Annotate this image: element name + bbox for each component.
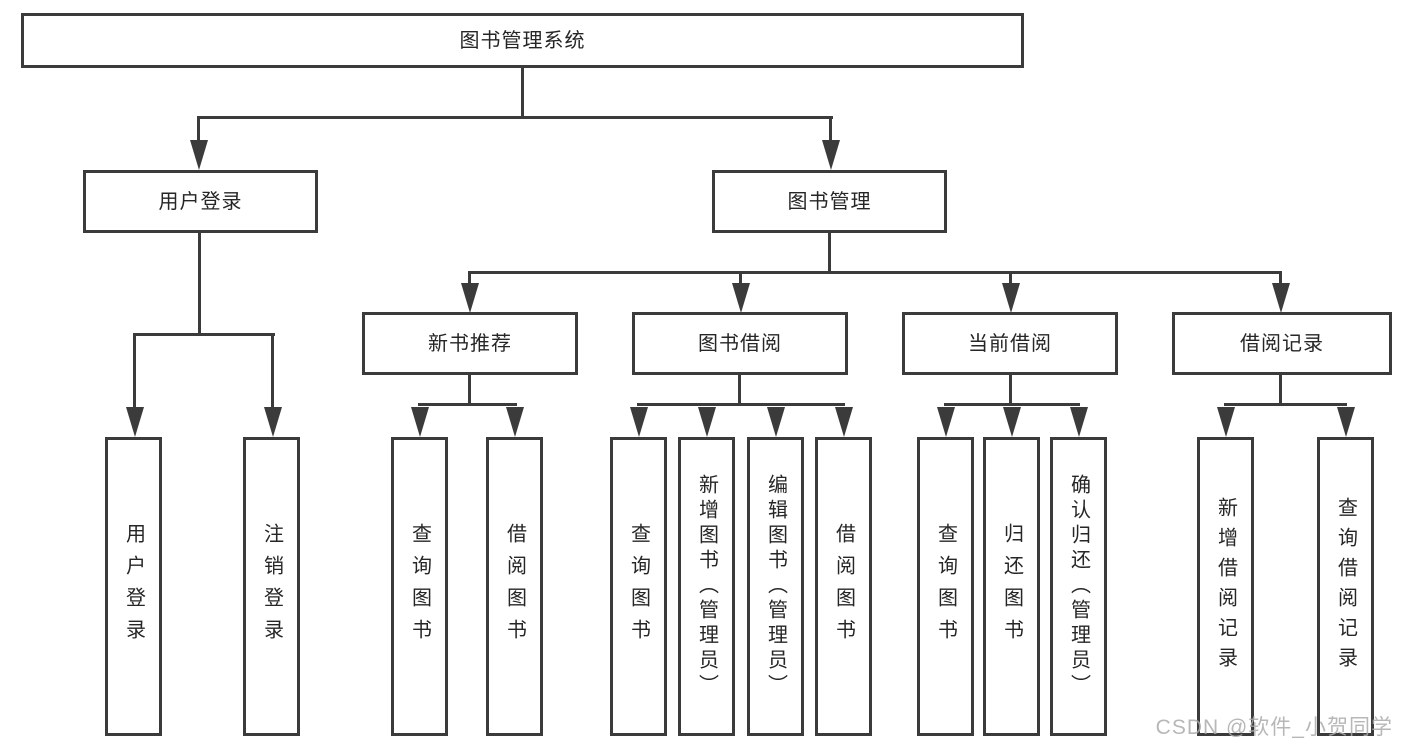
connector-vline	[197, 116, 200, 144]
connector-hline	[944, 403, 1080, 406]
csdn-watermark: CSDN @软件_小贺同学	[1155, 716, 1393, 739]
node-label: 归还图书	[1000, 522, 1023, 651]
leaf-query-book: 查询图书	[917, 437, 974, 736]
arrow-down-icon	[834, 407, 853, 437]
node-label: 图书借阅	[698, 332, 782, 355]
arrow-down-icon	[1271, 283, 1290, 313]
node-label: 查询图书	[408, 522, 431, 651]
leaf-add-borrow-record: 新增借阅记录	[1197, 437, 1254, 736]
connector-vline	[271, 333, 274, 409]
node-label: 当前借阅	[968, 332, 1052, 355]
leaf-return-book: 归还图书	[983, 437, 1040, 736]
arrow-down-icon	[189, 140, 208, 170]
node-library-management-system: 图书管理系统	[21, 13, 1024, 68]
leaf-user-login: 用户登录	[105, 437, 162, 736]
arrow-down-icon	[1001, 283, 1020, 313]
connector-vline	[1279, 271, 1282, 285]
arrow-down-icon	[263, 407, 282, 437]
node-label: 新增借阅记录	[1214, 496, 1237, 677]
connector-vline	[738, 375, 741, 405]
node-label: 查询图书	[627, 522, 650, 651]
arrow-down-icon	[505, 407, 524, 437]
node-label: 确认归还（管理员）	[1067, 474, 1090, 699]
connector-hline	[197, 116, 833, 119]
connector-vline	[828, 233, 831, 274]
arrow-down-icon	[821, 140, 840, 170]
connector-hline	[418, 403, 517, 406]
node-borrow-records: 借阅记录	[1172, 312, 1392, 375]
connector-vline	[739, 271, 742, 285]
arrow-down-icon	[629, 407, 648, 437]
arrow-down-icon	[697, 407, 716, 437]
connector-hline	[637, 403, 845, 406]
connector-hline	[468, 271, 1282, 274]
leaf-query-borrow-record: 查询借阅记录	[1317, 437, 1374, 736]
leaf-query-book: 查询图书	[610, 437, 667, 736]
arrow-down-icon	[936, 407, 955, 437]
node-label: 借阅图书	[503, 522, 526, 651]
node-user-login: 用户登录	[83, 170, 318, 233]
arrow-down-icon	[125, 407, 144, 437]
arrow-down-icon	[410, 407, 429, 437]
connector-vline	[198, 233, 201, 336]
node-label: 用户登录	[122, 522, 145, 651]
connector-hline	[1224, 403, 1347, 406]
connector-vline	[1009, 271, 1012, 285]
node-label: 查询借阅记录	[1334, 496, 1357, 677]
node-label: 编辑图书（管理员）	[764, 474, 787, 699]
arrow-down-icon	[1069, 407, 1088, 437]
node-label: 图书管理	[787, 190, 872, 213]
leaf-query-book: 查询图书	[391, 437, 448, 736]
node-label: 查询图书	[934, 522, 957, 651]
node-book-borrowing: 图书借阅	[632, 312, 848, 375]
connector-vline	[468, 375, 471, 405]
leaf-edit-book-admin: 编辑图书（管理员）	[747, 437, 804, 736]
connector-vline	[829, 116, 832, 144]
node-label: 注销登录	[260, 522, 283, 651]
node-label: 借阅记录	[1240, 332, 1324, 355]
node-label: 新增图书（管理员）	[695, 474, 718, 699]
leaf-logout: 注销登录	[243, 437, 300, 736]
connector-hline	[133, 333, 275, 336]
connector-vline	[468, 271, 471, 285]
node-book-management: 图书管理	[712, 170, 947, 233]
leaf-add-book-admin: 新增图书（管理员）	[678, 437, 735, 736]
connector-vline	[521, 68, 524, 118]
arrow-down-icon	[1336, 407, 1355, 437]
leaf-borrow-book: 借阅图书	[815, 437, 872, 736]
connector-vline	[1279, 375, 1282, 405]
arrow-down-icon	[731, 283, 750, 313]
node-label: 借阅图书	[832, 522, 855, 651]
leaf-confirm-return-admin: 确认归还（管理员）	[1050, 437, 1107, 736]
connector-vline	[133, 333, 136, 409]
node-new-book-recommend: 新书推荐	[362, 312, 578, 375]
arrow-down-icon	[766, 407, 785, 437]
node-current-borrowing: 当前借阅	[902, 312, 1118, 375]
arrow-down-icon	[460, 283, 479, 313]
leaf-borrow-book: 借阅图书	[486, 437, 543, 736]
arrow-down-icon	[1002, 407, 1021, 437]
connector-vline	[1009, 375, 1012, 405]
node-label: 用户登录	[158, 190, 243, 213]
node-label: 图书管理系统	[459, 29, 586, 52]
node-label: 新书推荐	[428, 332, 512, 355]
arrow-down-icon	[1216, 407, 1235, 437]
